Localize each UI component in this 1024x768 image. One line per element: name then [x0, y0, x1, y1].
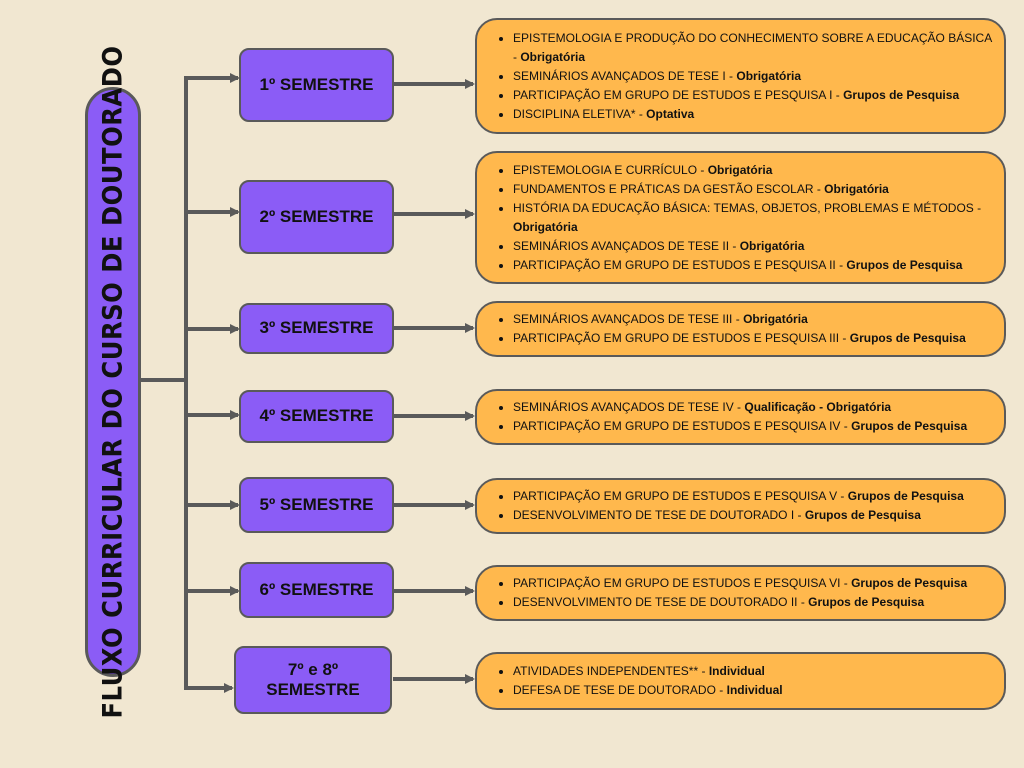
course-item: ATIVIDADES INDEPENDENTES** - Individual: [513, 662, 783, 681]
course-list: PARTICIPAÇÃO EM GRUPO DE ESTUDOS E PESQU…: [495, 574, 967, 612]
course-card-6: PARTICIPAÇÃO EM GRUPO DE ESTUDOS E PESQU…: [475, 565, 1006, 621]
course-card-5: PARTICIPAÇÃO EM GRUPO DE ESTUDOS E PESQU…: [475, 478, 1006, 534]
course-item: PARTICIPAÇÃO EM GRUPO DE ESTUDOS E PESQU…: [513, 86, 994, 105]
title-pill: FLUXO CURRICULAR DO CURSO DE DOUTORADO: [85, 45, 141, 719]
course-item: PARTICIPAÇÃO EM GRUPO DE ESTUDOS E PESQU…: [513, 487, 964, 506]
course-item: SEMINÁRIOS AVANÇADOS DE TESE I - Obrigat…: [513, 67, 994, 86]
course-item: SEMINÁRIOS AVANÇADOS DE TESE II - Obriga…: [513, 237, 994, 256]
course-item: DESENVOLVIMENTO DE TESE DE DOUTORADO II …: [513, 593, 967, 612]
course-item: SEMINÁRIOS AVANÇADOS DE TESE IV - Qualif…: [513, 398, 967, 417]
semester-box-3: 3º SEMESTRE: [239, 303, 394, 354]
course-card-3: SEMINÁRIOS AVANÇADOS DE TESE III - Obrig…: [475, 301, 1006, 357]
course-item: DESENVOLVIMENTO DE TESE DE DOUTORADO I -…: [513, 506, 964, 525]
semester-label: 6º SEMESTRE: [259, 579, 374, 599]
course-item: EPISTEMOLOGIA E CURRÍCULO - Obrigatória: [513, 161, 994, 180]
course-card-4: SEMINÁRIOS AVANÇADOS DE TESE IV - Qualif…: [475, 389, 1006, 445]
course-item: PARTICIPAÇÃO EM GRUPO DE ESTUDOS E PESQU…: [513, 417, 967, 436]
semester-box-2: 2º SEMESTRE: [239, 180, 394, 254]
semester-label: 2º SEMESTRE: [259, 206, 374, 226]
course-item: HISTÓRIA DA EDUCAÇÃO BÁSICA: TEMAS, OBJE…: [513, 199, 994, 237]
course-item: PARTICIPAÇÃO EM GRUPO DE ESTUDOS E PESQU…: [513, 329, 966, 348]
semester-label: 7º e 8º SEMESTRE: [266, 659, 360, 699]
course-item: PARTICIPAÇÃO EM GRUPO DE ESTUDOS E PESQU…: [513, 574, 967, 593]
course-list: ATIVIDADES INDEPENDENTES** - Individual …: [495, 662, 783, 700]
course-item: FUNDAMENTOS E PRÁTICAS DA GESTÃO ESCOLAR…: [513, 180, 994, 199]
semester-box-5: 5º SEMESTRE: [239, 477, 394, 533]
semester-box-4: 4º SEMESTRE: [239, 390, 394, 443]
semester-label: 3º SEMESTRE: [259, 318, 374, 338]
course-list: EPISTEMOLOGIA E CURRÍCULO - Obrigatória …: [495, 161, 994, 275]
course-item: EPISTEMOLOGIA E PRODUÇÃO DO CONHECIMENTO…: [513, 29, 994, 67]
course-card-1: EPISTEMOLOGIA E PRODUÇÃO DO CONHECIMENTO…: [475, 18, 1006, 134]
course-card-7: ATIVIDADES INDEPENDENTES** - Individual …: [475, 652, 1006, 710]
semester-box-1: 1º SEMESTRE: [239, 48, 394, 122]
course-list: SEMINÁRIOS AVANÇADOS DE TESE III - Obrig…: [495, 310, 966, 348]
course-list: EPISTEMOLOGIA E PRODUÇÃO DO CONHECIMENTO…: [495, 29, 994, 124]
semester-box-6: 6º SEMESTRE: [239, 562, 394, 618]
course-list: PARTICIPAÇÃO EM GRUPO DE ESTUDOS E PESQU…: [495, 487, 964, 525]
semester-box-7: 7º e 8º SEMESTRE: [234, 646, 392, 714]
course-item: DISCIPLINA ELETIVA* - Optativa: [513, 105, 994, 124]
course-card-2: EPISTEMOLOGIA E CURRÍCULO - Obrigatória …: [475, 151, 1006, 284]
course-item: DEFESA DE TESE DE DOUTORADO - Individual: [513, 681, 783, 700]
course-list: SEMINÁRIOS AVANÇADOS DE TESE IV - Qualif…: [495, 398, 967, 436]
semester-label: 4º SEMESTRE: [259, 406, 374, 426]
semester-label: 5º SEMESTRE: [259, 494, 374, 514]
course-item: SEMINÁRIOS AVANÇADOS DE TESE III - Obrig…: [513, 310, 966, 329]
course-item: PARTICIPAÇÃO EM GRUPO DE ESTUDOS E PESQU…: [513, 256, 994, 275]
semester-label: 1º SEMESTRE: [259, 74, 374, 94]
